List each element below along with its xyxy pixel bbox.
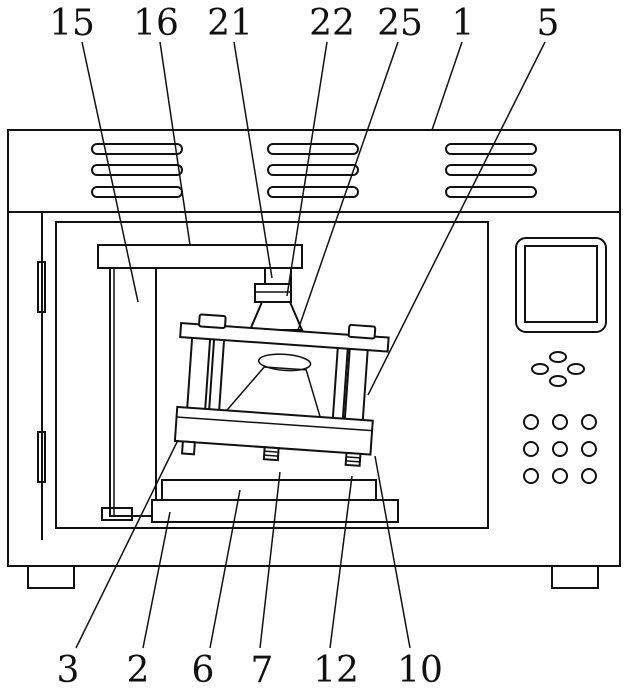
- damper-stripe: [264, 455, 278, 456]
- tilted-mechanism: [172, 313, 389, 467]
- label-15: 15: [49, 3, 95, 44]
- damper-mid: [264, 447, 279, 460]
- label-5: 5: [537, 3, 560, 44]
- dpad-left-icon: [532, 364, 548, 374]
- label-10: 10: [397, 650, 443, 691]
- cylinder-rod-block: [255, 284, 291, 302]
- label-7: 7: [251, 650, 274, 691]
- keypad-button-icon: [524, 469, 538, 483]
- leader-line-5: [368, 42, 545, 395]
- vent-slot: [92, 165, 182, 175]
- leader-line-10: [375, 456, 410, 648]
- leader-line-21: [234, 42, 272, 278]
- keypad-button-icon: [553, 469, 567, 483]
- label-6: 6: [192, 650, 215, 691]
- display-screen-inner: [525, 246, 597, 322]
- cabinet-foot-right: [552, 566, 598, 588]
- label-1: 1: [452, 3, 475, 44]
- keypad-button-icon: [582, 415, 596, 429]
- label-group-top: 15 16 21 22 25 1 5: [49, 3, 559, 44]
- display-screen-outer: [516, 238, 606, 332]
- vent-slot: [446, 187, 536, 197]
- cylinder-body: [265, 268, 291, 284]
- base-block: [162, 480, 376, 500]
- inner-ring: [258, 353, 311, 373]
- label-16: 16: [133, 3, 179, 44]
- vent-slot: [268, 144, 358, 154]
- keypad-button-icon: [553, 415, 567, 429]
- label-12: 12: [313, 650, 359, 691]
- guide-pillar-left: [187, 334, 210, 413]
- damper-stripe: [264, 451, 278, 452]
- column-foot: [102, 508, 132, 520]
- dpad-up-icon: [550, 352, 566, 362]
- keypad-button-icon: [553, 442, 567, 456]
- keypad-button-icon: [524, 415, 538, 429]
- vent-slots: [92, 144, 536, 197]
- vent-slot: [92, 187, 182, 197]
- vent-slot: [268, 165, 358, 175]
- leader-line-2: [143, 512, 170, 648]
- vent-slot: [446, 165, 536, 175]
- column-post: [110, 268, 156, 516]
- plate-clamp-right: [349, 325, 376, 339]
- leader-line-3: [76, 440, 178, 648]
- guide-pillar-mid-left: [209, 335, 224, 414]
- press-head: [250, 302, 302, 330]
- label-2: 2: [127, 650, 150, 691]
- keypad-button-icon: [582, 469, 596, 483]
- leader-line-22: [287, 42, 327, 296]
- damper-stripe: [346, 461, 360, 462]
- control-panel: [516, 238, 606, 483]
- dpad-right-icon: [568, 364, 584, 374]
- dpad-down-icon: [550, 376, 566, 386]
- label-21: 21: [207, 3, 253, 44]
- leader-line-1: [432, 42, 462, 130]
- damper-left: [182, 441, 195, 454]
- support-column: [102, 268, 156, 520]
- label-group-bottom: 3 2 6 7 12 10: [57, 650, 443, 691]
- damper-right: [346, 453, 361, 466]
- plate-clamp-left: [199, 314, 226, 328]
- label-22: 22: [309, 3, 355, 44]
- label-3: 3: [57, 650, 80, 691]
- cabinet-foot-left: [28, 566, 74, 588]
- keypad-button-icon: [582, 442, 596, 456]
- label-25: 25: [377, 3, 423, 44]
- keypad-button-icon: [524, 442, 538, 456]
- damper-stripe: [346, 457, 360, 458]
